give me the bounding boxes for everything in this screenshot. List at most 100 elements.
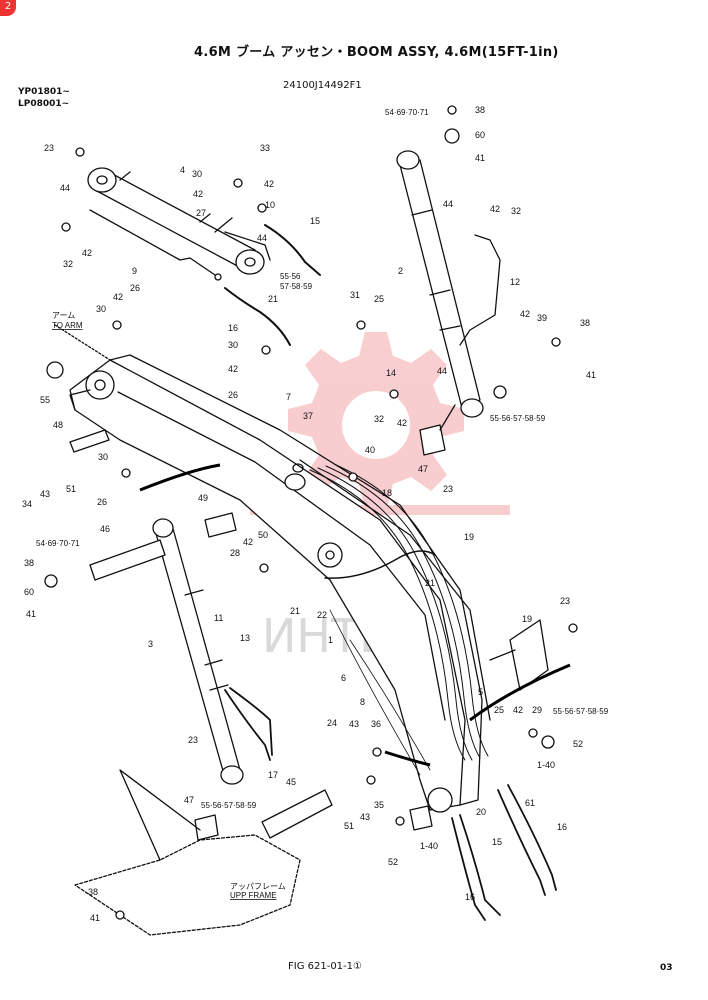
- to-arm-leader: [54, 324, 111, 361]
- callout-32: 32: [374, 414, 384, 424]
- callout-42: 42: [490, 204, 500, 214]
- callout-41: 41: [586, 370, 596, 380]
- diagram-title: 4.6M ブーム アッセン・BOOM ASSY, 4.6M(15FT-1in): [194, 45, 559, 60]
- callout-17: 17: [268, 770, 278, 780]
- callout-3: 3: [148, 639, 153, 649]
- pin-46: [89, 539, 166, 581]
- callout-19: 19: [464, 532, 474, 542]
- callout-57-58-59: 57·58·59: [280, 282, 313, 291]
- callout-10: 10: [265, 200, 275, 210]
- fitting-19-stem: [489, 649, 516, 661]
- callout-30: 30: [98, 452, 108, 462]
- callout-30: 30: [228, 340, 238, 350]
- callout-32: 32: [511, 206, 521, 216]
- callout-54-69-70-71: 54·69·70·71: [385, 108, 429, 117]
- callout-1-40: 1-40: [537, 760, 555, 770]
- callout-60: 60: [24, 587, 34, 597]
- callout-6: 6: [341, 673, 346, 683]
- callout-12: 12: [510, 277, 520, 287]
- hose-15: [264, 224, 321, 276]
- figure-number: FIG 621-01-1①: [288, 961, 362, 972]
- bushing-47-bottom: [194, 814, 219, 841]
- callout-21: 21: [425, 578, 435, 588]
- to-arm-note-jp: アーム: [52, 311, 75, 320]
- pin-45: [261, 789, 333, 839]
- callout-34: 34: [22, 499, 32, 509]
- callout-32: 32: [63, 259, 73, 269]
- callout-29: 29: [532, 705, 542, 715]
- callout-24: 24: [327, 718, 337, 728]
- arm-cylinder: [87, 167, 271, 275]
- callout-19: 19: [522, 614, 532, 624]
- callout-31: 31: [350, 290, 360, 300]
- callout-42: 42: [193, 189, 203, 199]
- callout-42: 42: [243, 537, 253, 547]
- callout-21: 21: [290, 606, 300, 616]
- callout-41: 41: [475, 153, 485, 163]
- callout-22: 22: [317, 610, 327, 620]
- callout-16: 16: [228, 323, 238, 333]
- callout-55: 55: [40, 395, 50, 405]
- upp-frame-note-en: UPP FRAME: [230, 891, 277, 900]
- callout-52: 52: [573, 739, 583, 749]
- callout-23: 23: [44, 143, 54, 153]
- callout-33: 33: [260, 143, 270, 153]
- callout-50: 50: [258, 530, 268, 540]
- callout-9: 9: [132, 266, 137, 276]
- callout-23: 23: [188, 735, 198, 745]
- callout-42: 42: [113, 292, 123, 302]
- bushing-1-40: [409, 805, 433, 831]
- callout-13: 13: [240, 633, 250, 643]
- callout-51: 51: [344, 821, 354, 831]
- upper-frame: [74, 834, 301, 936]
- callout-42: 42: [264, 179, 274, 189]
- serial-range-2: LP08001~: [18, 99, 70, 109]
- callout-15: 15: [310, 216, 320, 226]
- page-number: 03: [660, 963, 673, 973]
- callout-44: 44: [60, 183, 70, 193]
- callout-23: 23: [443, 484, 453, 494]
- boom-cylinder-left: [152, 518, 244, 785]
- hose-16-bottom-c: [507, 784, 557, 891]
- callout-28: 28: [230, 548, 240, 558]
- callout-55-56: 55·56: [280, 272, 301, 281]
- hose-17b: [229, 687, 273, 756]
- callout-38: 38: [475, 105, 485, 115]
- callout-46: 46: [100, 524, 110, 534]
- part-number: 24100J14492F1: [283, 80, 362, 91]
- serial-range-1: YP01801~: [18, 87, 70, 97]
- callout-20: 20: [476, 807, 486, 817]
- hose-16-bottom-b: [497, 789, 546, 896]
- callout-16: 16: [557, 822, 567, 832]
- callout-47: 47: [418, 464, 428, 474]
- callout-40: 40: [365, 445, 375, 455]
- callout-labels: 23 44 4 33 30 42 42 27 10 44 15 42 32 9 …: [22, 105, 609, 923]
- callout-44: 44: [257, 233, 267, 243]
- hose-16: [224, 287, 291, 346]
- callout-43: 43: [40, 489, 50, 499]
- to-arm-note-en: TO ARM: [52, 321, 83, 330]
- callout-51: 51: [66, 484, 76, 494]
- bushing-49: [204, 512, 237, 538]
- callout-38: 38: [580, 318, 590, 328]
- callout-49: 49: [198, 493, 208, 503]
- callout-55-56-57-58-59: 55·56·57·58·59: [490, 414, 546, 423]
- callout-35: 35: [374, 800, 384, 810]
- callout-14: 14: [386, 368, 396, 378]
- fitting-19: [509, 619, 549, 691]
- callout-45: 45: [286, 777, 296, 787]
- callout-42: 42: [228, 364, 238, 374]
- callout-55-56-57-58-59: 55·56·57·58·59: [201, 801, 257, 810]
- callout-8: 8: [360, 697, 365, 707]
- callout-42: 42: [397, 418, 407, 428]
- callout-26: 26: [130, 283, 140, 293]
- hose-15-bottom: [459, 814, 501, 916]
- fasteners: [44, 105, 578, 920]
- callout-30: 30: [192, 169, 202, 179]
- callout-43: 43: [349, 719, 359, 729]
- callout-27: 27: [196, 208, 206, 218]
- pin-48: [69, 429, 110, 453]
- callout-42: 42: [520, 309, 530, 319]
